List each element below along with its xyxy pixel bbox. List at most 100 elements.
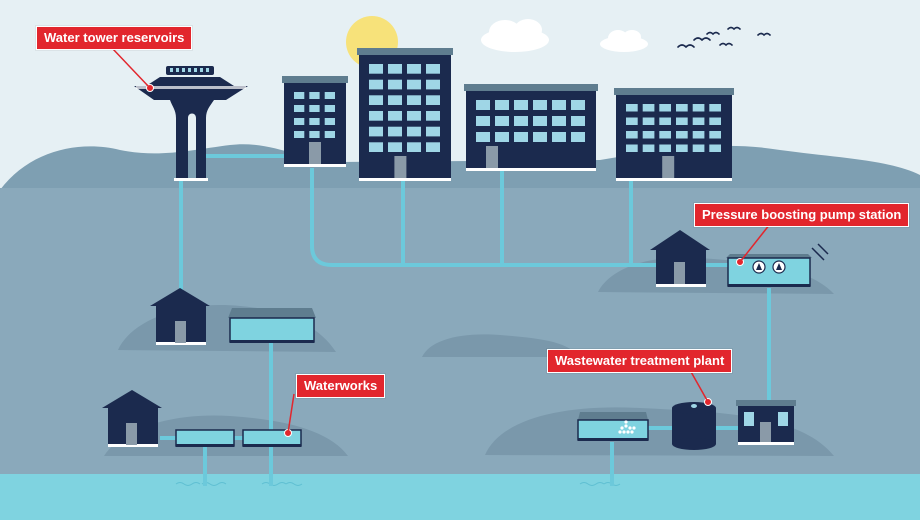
window: [407, 79, 421, 90]
window: [407, 142, 421, 152]
window: [533, 100, 547, 110]
pump-station-tank: [726, 243, 829, 287]
window: [324, 92, 335, 99]
sedimentation-basin: [577, 412, 649, 441]
window: [552, 132, 566, 142]
window: [369, 142, 383, 152]
window: [309, 92, 320, 99]
window: [626, 117, 638, 125]
window: [676, 131, 688, 139]
window: [407, 64, 421, 74]
window: [426, 64, 440, 74]
window: [369, 79, 383, 90]
window: [476, 100, 490, 110]
window: [642, 131, 655, 139]
window: [642, 117, 655, 125]
window: [369, 64, 383, 74]
window: [294, 118, 305, 125]
label-waterworks: Waterworks: [296, 374, 386, 398]
waterworks-house: [102, 390, 162, 447]
window: [642, 104, 655, 112]
window: [514, 132, 528, 142]
window: [426, 79, 440, 90]
window: [642, 144, 655, 152]
window: [309, 118, 320, 125]
window: [388, 142, 402, 152]
window: [495, 132, 509, 142]
window: [676, 144, 688, 152]
label-water-tower: Water tower reservoirs: [36, 26, 193, 50]
building-2: [357, 48, 453, 181]
clarifier-tank: [672, 398, 716, 450]
label-pump-station: Pressure boosting pump station: [694, 203, 910, 227]
window: [388, 64, 402, 74]
window: [659, 144, 671, 152]
door: [486, 146, 498, 168]
label-wastewater: Wastewater treatment plant: [547, 349, 733, 373]
window: [659, 104, 671, 112]
pipes: [160, 154, 771, 486]
window: [709, 131, 721, 139]
window: [324, 131, 335, 138]
window: [692, 131, 705, 139]
clear-water-reservoir: [228, 308, 316, 343]
building-4: [614, 88, 734, 181]
window: [309, 131, 320, 138]
window: [676, 117, 688, 125]
window: [514, 116, 528, 126]
water-tower: [134, 66, 248, 181]
window: [626, 144, 638, 152]
pump-station-house: [650, 230, 710, 287]
window: [426, 126, 440, 137]
window: [495, 100, 509, 110]
window: [388, 111, 402, 121]
door: [309, 142, 321, 164]
bird-icon: [677, 26, 771, 49]
door: [394, 156, 407, 178]
window: [426, 111, 440, 121]
reservoir-house: [150, 288, 210, 345]
window: [692, 117, 705, 125]
apartment-buildings: [282, 48, 734, 181]
window: [659, 117, 671, 125]
window: [324, 118, 335, 125]
window: [626, 131, 638, 139]
window: [294, 105, 305, 112]
window: [692, 144, 705, 152]
cloud-icon: [481, 19, 549, 52]
window: [571, 132, 585, 142]
window: [533, 132, 547, 142]
pump-icon: [772, 260, 786, 274]
window: [476, 132, 490, 142]
window: [533, 116, 547, 126]
window: [571, 100, 585, 110]
window: [552, 116, 566, 126]
window: [426, 95, 440, 105]
window: [552, 100, 566, 110]
window: [294, 92, 305, 99]
cloud-icon: [600, 30, 648, 52]
window: [514, 100, 528, 110]
window: [388, 79, 402, 90]
window: [709, 117, 721, 125]
window: [709, 144, 721, 152]
window: [407, 126, 421, 137]
pump-icon: [752, 260, 766, 274]
door: [662, 156, 675, 178]
window: [369, 95, 383, 105]
window: [676, 104, 688, 112]
wastewater-building: [736, 400, 796, 445]
window: [476, 116, 490, 126]
window: [659, 131, 671, 139]
window: [709, 104, 721, 112]
window: [407, 111, 421, 121]
window: [369, 111, 383, 121]
window: [407, 95, 421, 105]
window: [626, 104, 638, 112]
waterworks-filters: [175, 429, 302, 447]
building-3: [464, 84, 598, 171]
window: [309, 105, 320, 112]
window: [426, 142, 440, 152]
window: [388, 95, 402, 105]
